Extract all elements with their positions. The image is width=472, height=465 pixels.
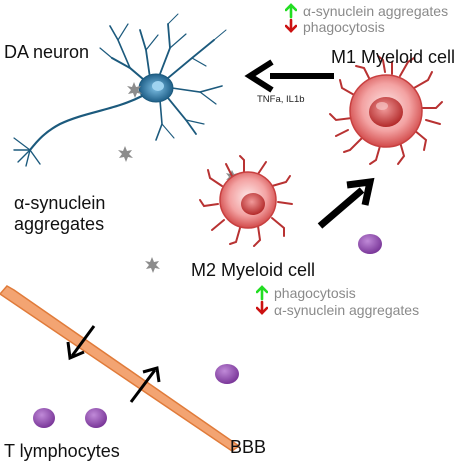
lymphocyte: [85, 408, 107, 428]
bbb-barrier: [0, 285, 241, 452]
m1-myeloid-cell: [329, 55, 443, 165]
neuron-dendrite: [191, 57, 207, 67]
asyn-label-line1: α-synuclein: [14, 193, 106, 213]
m2-effect-down-text: α-synuclein aggregates: [274, 302, 420, 318]
m1-effect-down-text: phagocytosis: [303, 19, 385, 35]
m2-effect-up-text: phagocytosis: [274, 285, 356, 301]
neuron-terminal: [25, 149, 31, 167]
neuron-terminal: [17, 149, 31, 163]
neuron-axon: [28, 94, 144, 152]
m2-cell-label: M2 Myeloid cell: [191, 260, 316, 280]
t-lymphocytes-label: T lymphocytes: [4, 441, 120, 461]
m1-effect-up-text: α-synuclein aggregates: [303, 3, 449, 19]
neuron-dendrite: [199, 91, 217, 105]
da-neuron-label: DA neuron: [4, 42, 90, 62]
up-arrow-icon: [256, 285, 268, 301]
lymphocyte: [33, 408, 55, 428]
neuron-dendrite: [99, 47, 113, 59]
neuron-dendrite: [155, 99, 163, 141]
neuron-dendrite: [213, 29, 227, 41]
m1-effect-arrows: [285, 3, 297, 33]
aggregate-star: [145, 257, 160, 273]
neuron-dendrite: [145, 34, 159, 51]
aggregate-star: [127, 82, 142, 98]
neuron-dendrite: [167, 97, 197, 135]
neuron-dendrite: [139, 29, 151, 79]
up-arrow-icon: [285, 3, 297, 19]
lymphocyte: [358, 234, 382, 254]
m1-cell-label: M1 Myeloid cell: [331, 47, 456, 67]
m2-cell-nucleus: [241, 193, 265, 215]
bbb-label: BBB: [230, 437, 267, 457]
lymphocyte: [215, 364, 239, 384]
da-neuron-drawing: [13, 13, 227, 167]
m1-cell-nucleus: [369, 97, 403, 127]
neuron-dendrite: [117, 23, 129, 41]
neuron-dendrite: [167, 13, 179, 25]
neuron-dendrite: [169, 33, 187, 49]
m2-myeloid-cell: [199, 155, 293, 247]
down-arrow-icon: [285, 18, 297, 33]
cytokine-label: TNFa, IL1b: [257, 94, 305, 105]
neuron-terminal: [29, 149, 41, 165]
neuron-nucleus: [152, 81, 164, 91]
m2-effect-arrows: [256, 285, 268, 315]
neuron-dendrite: [167, 39, 215, 79]
neuron-dendrite: [159, 23, 171, 75]
neuron-dendrite: [171, 85, 223, 93]
aggregate-star: [118, 146, 133, 162]
neuron-terminal: [13, 137, 31, 151]
bbb-crossing-arrow-in: [129, 366, 161, 403]
cytokine-arrow: [244, 59, 334, 93]
down-arrow-icon: [256, 300, 268, 315]
neuron-dendrite: [161, 123, 175, 139]
asyn-label-line2: aggregates: [14, 214, 105, 234]
m2-to-m1-arrow: [317, 177, 375, 229]
bbb-crossing-arrow-out: [66, 325, 96, 361]
neuron-dendrite: [185, 119, 205, 125]
